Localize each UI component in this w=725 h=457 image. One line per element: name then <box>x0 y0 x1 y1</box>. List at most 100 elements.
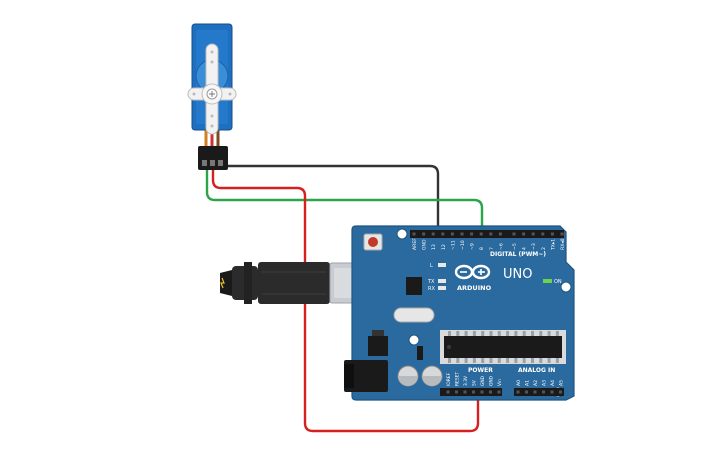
chip-pin <box>464 358 468 363</box>
analog-header-label: ANALOG IN <box>518 367 555 374</box>
power-pin-label: RESET <box>455 372 461 386</box>
wires <box>205 164 484 433</box>
chip-pin <box>456 331 460 336</box>
power-pin-hole[interactable] <box>463 390 467 394</box>
power-pin-hole[interactable] <box>446 390 450 394</box>
digital-pin-label: TX▸1 <box>550 239 556 251</box>
svg-text:RX: RX <box>428 286 435 292</box>
crystal-oscillator <box>393 307 435 323</box>
digital-pin-label: 4 <box>522 247 528 250</box>
digital-pin-hole[interactable] <box>450 232 454 236</box>
chip-pin <box>489 331 493 336</box>
digital-pin-label: ~10 <box>460 240 466 250</box>
analog-pin-hole[interactable] <box>525 390 528 394</box>
digital-pin-label: 13 <box>431 244 437 250</box>
ground-wire[interactable] <box>218 164 440 236</box>
power-pin-label: Vin <box>497 379 503 386</box>
digital-pin-hole[interactable] <box>498 232 502 236</box>
digital-pin-label: AREF <box>412 238 418 250</box>
analog-pin-label: A0 <box>516 380 522 386</box>
servo-motor[interactable] <box>187 23 237 170</box>
digital-pin-label: ~6 <box>498 243 504 250</box>
digital-pin-hole[interactable] <box>441 232 445 236</box>
chip-pin <box>547 358 551 363</box>
chip-pin <box>555 358 559 363</box>
digital-pin-hole[interactable] <box>531 232 535 236</box>
power-pin-hole[interactable] <box>472 390 475 394</box>
digital-pin-hole[interactable] <box>479 232 483 236</box>
chip-pin <box>481 358 485 363</box>
chip-pin <box>506 358 510 363</box>
power-wire[interactable] <box>211 168 480 433</box>
digital-pin-hole[interactable] <box>550 232 554 236</box>
power-header-label: POWER <box>468 367 493 374</box>
analog-pin-hole[interactable] <box>559 390 562 394</box>
analog-pin-label: A5 <box>559 380 565 386</box>
power-pin-label: IOREF <box>446 372 452 386</box>
chip-pin <box>531 358 534 363</box>
digital-pin-hole[interactable] <box>431 232 435 236</box>
digital-pin-label: RX◂0 <box>560 238 566 250</box>
svg-text:ON: ON <box>554 279 562 285</box>
digital-pin-hole[interactable] <box>460 232 464 236</box>
usb-plug-glyph <box>220 277 225 289</box>
analog-pin-hole[interactable] <box>533 390 537 394</box>
power-pin-label: 3.3V <box>463 376 469 386</box>
digital-pin-hole[interactable] <box>422 232 426 236</box>
chip-pin <box>555 331 559 336</box>
analog-pin-hole[interactable] <box>550 390 554 394</box>
digital-pin-hole[interactable] <box>412 232 416 236</box>
chip-pin <box>472 358 476 363</box>
chip-pin <box>539 331 543 336</box>
digital-pin-hole[interactable] <box>470 232 474 236</box>
model-label: UNO <box>503 267 532 282</box>
digital-pin-label: ~3 <box>531 243 537 250</box>
svg-text:TX: TX <box>427 279 435 285</box>
digital-pin-label: 12 <box>441 244 447 250</box>
chip-pin <box>481 331 485 336</box>
power-pin-hole[interactable] <box>480 390 484 394</box>
power-pin-hole[interactable] <box>497 390 501 394</box>
digital-pin-hole[interactable] <box>560 232 564 236</box>
digital-pin-hole[interactable] <box>541 232 545 236</box>
digital-pin-label: GND <box>422 239 428 250</box>
chip-pin <box>506 331 510 336</box>
chip-pin <box>539 358 543 363</box>
chip-pin <box>497 331 501 336</box>
power-pin-hole[interactable] <box>455 390 458 394</box>
arduino-logo: ARDUINO UNO <box>454 264 532 292</box>
chip-pin <box>531 331 534 336</box>
power-pin-label: GND <box>480 375 486 386</box>
chip-pin <box>522 358 526 363</box>
digital-pin-hole[interactable] <box>522 232 526 236</box>
power-pin-label: GND <box>489 375 495 386</box>
usb-chip <box>406 277 422 295</box>
digital-pin-hole[interactable] <box>512 232 516 236</box>
power-jack[interactable] <box>344 360 388 392</box>
chip-pin <box>464 331 468 336</box>
digital-pin-label: 8 <box>479 247 485 250</box>
digital-pin-label: ~11 <box>450 240 456 250</box>
chip-pin <box>448 358 451 363</box>
signal-wire[interactable] <box>205 168 484 236</box>
atmega-chip <box>440 330 566 364</box>
analog-pin-hole[interactable] <box>542 390 545 394</box>
svg-text:L: L <box>430 263 433 269</box>
reset-button[interactable] <box>363 233 383 251</box>
brand-label: ARDUINO <box>457 284 492 292</box>
digital-pin-label: 7 <box>489 247 495 250</box>
digital-pin-hole[interactable] <box>489 232 493 236</box>
chip-pin <box>456 358 460 363</box>
chip-pin <box>497 358 501 363</box>
analog-pin-label: A2 <box>533 380 539 386</box>
power-pin-hole[interactable] <box>489 390 492 394</box>
chip-pin <box>472 331 476 336</box>
chip-pin <box>514 358 518 363</box>
digital-header <box>410 230 564 238</box>
analog-pin-hole[interactable] <box>516 390 520 394</box>
servo-horn[interactable] <box>187 43 237 135</box>
power-header <box>440 388 502 396</box>
